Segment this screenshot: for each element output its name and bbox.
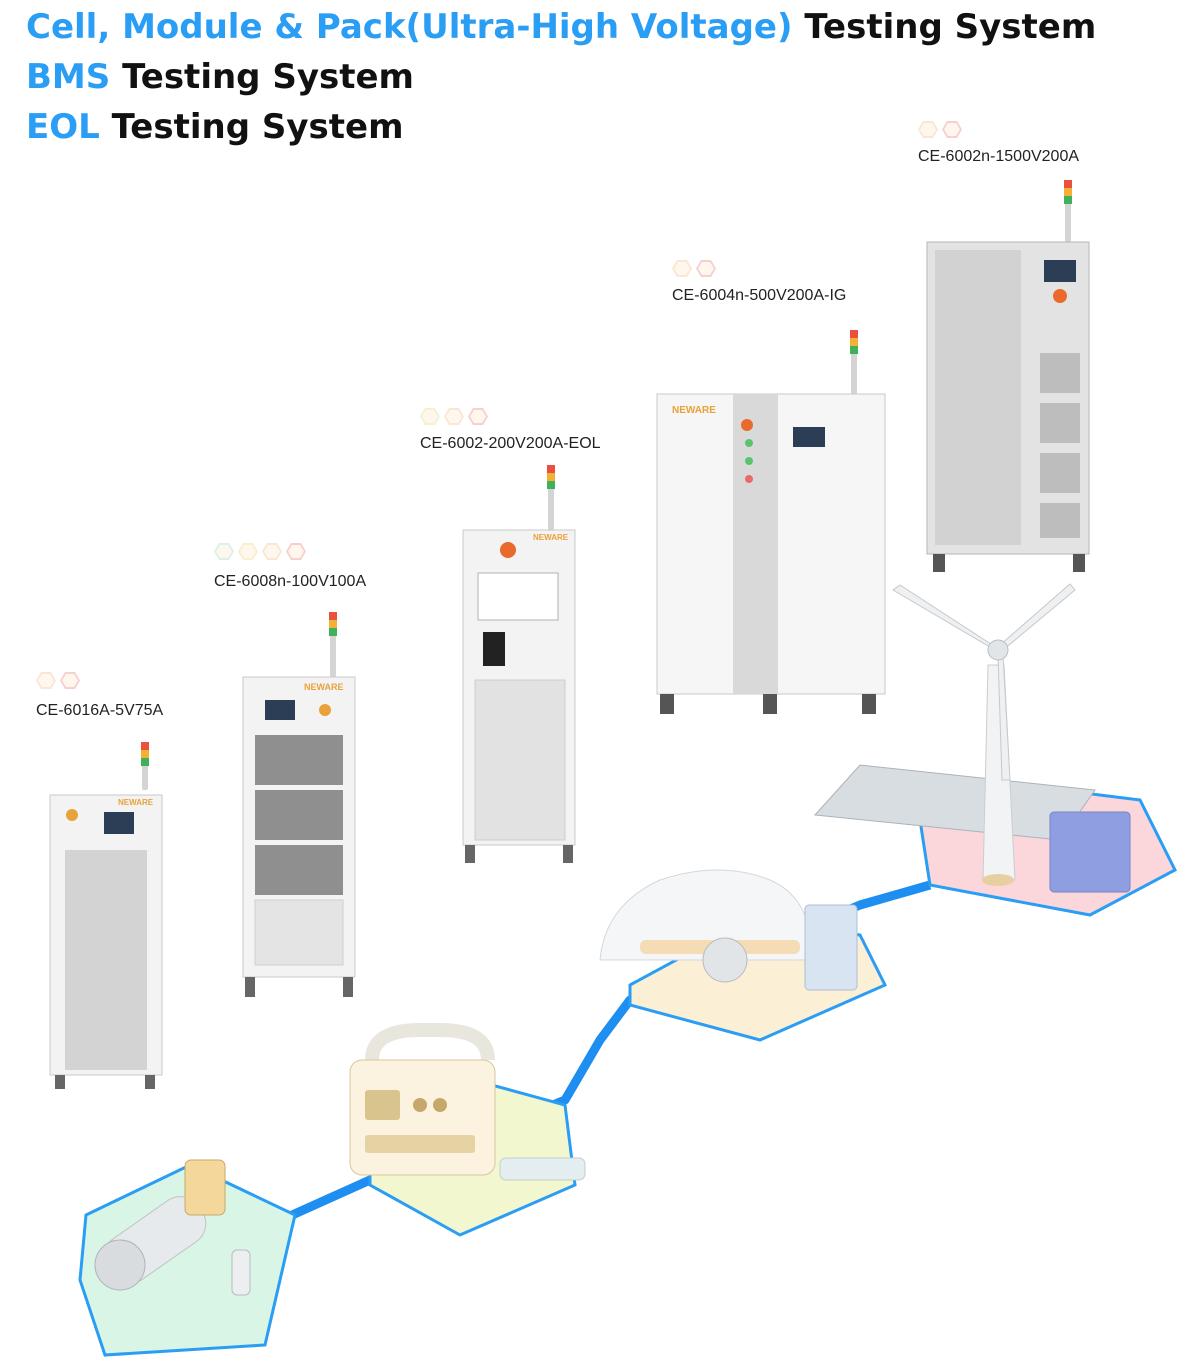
headline-3-highlight: EOL — [26, 107, 100, 147]
model-label-ce-6008n: CE-6008n-100V100A — [214, 573, 367, 590]
cabinet-ce-6008n — [242, 612, 356, 997]
power-tool-image — [94, 1159, 251, 1296]
headline-2-rest: Testing System — [110, 57, 414, 97]
brand-logo: NEWARE — [672, 405, 716, 416]
hexagon-icon — [444, 408, 464, 425]
brand-logo: NEWARE — [533, 533, 569, 542]
hexagon-icon — [468, 408, 488, 425]
model-label-ce-6016a: CE-6016A-5V75A — [36, 702, 164, 719]
battery-block-image — [1049, 811, 1131, 893]
headline-3-rest: Testing System — [99, 107, 404, 147]
electric-car-image — [599, 869, 858, 991]
hexagon-icon — [36, 672, 56, 689]
portable-power-station-image — [349, 1023, 586, 1181]
solar-panel-image — [813, 764, 1096, 841]
model-label-ce-6002-eol: CE-6002-200V200A-EOL — [420, 435, 601, 452]
hex-icons-ce-6002n — [918, 121, 962, 138]
model-label-ce-6002n: CE-6002n-1500V200A — [918, 148, 1080, 165]
headline-1-rest: Testing System — [792, 7, 1097, 47]
headline-line-1: Cell, Module & Pack(Ultra-High Voltage) … — [26, 10, 1096, 44]
hex-icons-ce-6008n — [214, 543, 306, 560]
headline-line-2: BMS Testing System — [26, 60, 414, 94]
model-label-ce-6004n: CE-6004n-500V200A-IG — [672, 287, 847, 304]
hex-icons-ce-6004n — [672, 260, 716, 277]
hexagon-icon — [214, 543, 234, 560]
wind-turbine-image — [892, 583, 1076, 886]
cabinet-ce-6002-eol — [462, 465, 576, 863]
headline-2-highlight: BMS — [26, 57, 111, 97]
hexagon-icon — [918, 121, 938, 138]
hexagon-icon — [696, 260, 716, 277]
brand-logo: NEWARE — [118, 798, 154, 807]
headline-line-3: EOL Testing System — [26, 110, 404, 144]
cabinet-ce-6016a — [49, 742, 163, 1089]
headline-1-highlight: Cell, Module & Pack(Ultra-High Voltage) — [26, 7, 793, 47]
brand-logo: NEWARE — [304, 682, 344, 692]
hex-icons-ce-6002-eol — [420, 408, 488, 425]
hexagon-icon — [262, 543, 282, 560]
hexagon-icon — [672, 260, 692, 277]
cabinet-ce-6004n — [656, 330, 886, 714]
hexagon-icon — [238, 543, 258, 560]
cabinet-ce-6002n — [926, 180, 1090, 572]
hexagon-icon — [420, 408, 440, 425]
hexagon-icon — [286, 543, 306, 560]
hexagon-icon — [60, 672, 80, 689]
hexagon-icon — [942, 121, 962, 138]
hex-icons-ce-6016a — [36, 672, 80, 689]
